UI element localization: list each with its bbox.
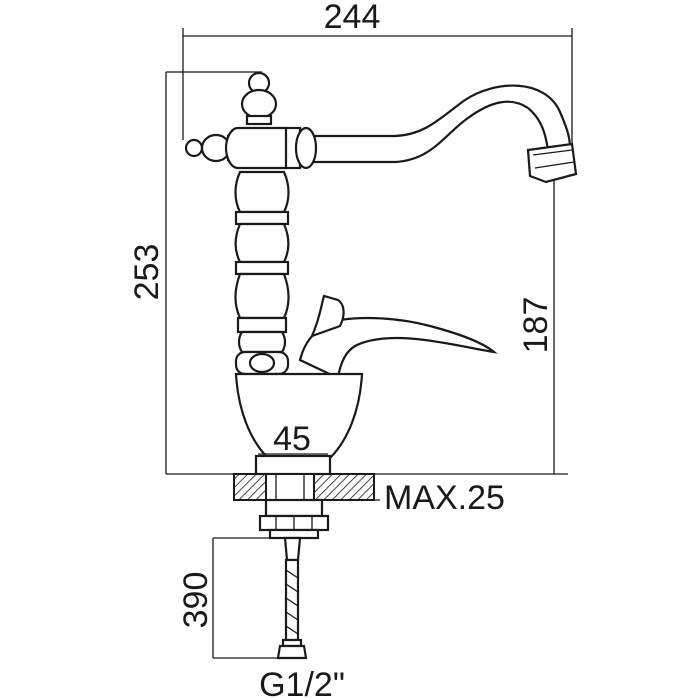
dimension-hose-390 <box>212 537 285 659</box>
faucet-base <box>234 372 364 476</box>
label-max-25: MAX.25 <box>384 479 505 517</box>
cross-arms <box>184 126 318 170</box>
deck-section <box>233 473 375 501</box>
lever-handle <box>298 294 498 380</box>
dimension-max-25 <box>368 474 380 501</box>
dimension-width-244 <box>182 28 573 150</box>
label-187: 187 <box>517 297 555 354</box>
label-g12: G1/2" <box>259 666 345 700</box>
label-244: 244 <box>324 0 381 36</box>
top-knob <box>240 71 278 126</box>
label-45: 45 <box>273 420 311 458</box>
label-390: 390 <box>177 572 215 629</box>
label-253: 253 <box>128 244 166 301</box>
fixing-nut <box>258 498 330 540</box>
faucet-column <box>234 170 290 376</box>
flexible-hose <box>276 536 308 660</box>
spout <box>310 84 578 184</box>
dimension-height-253 <box>165 71 262 474</box>
